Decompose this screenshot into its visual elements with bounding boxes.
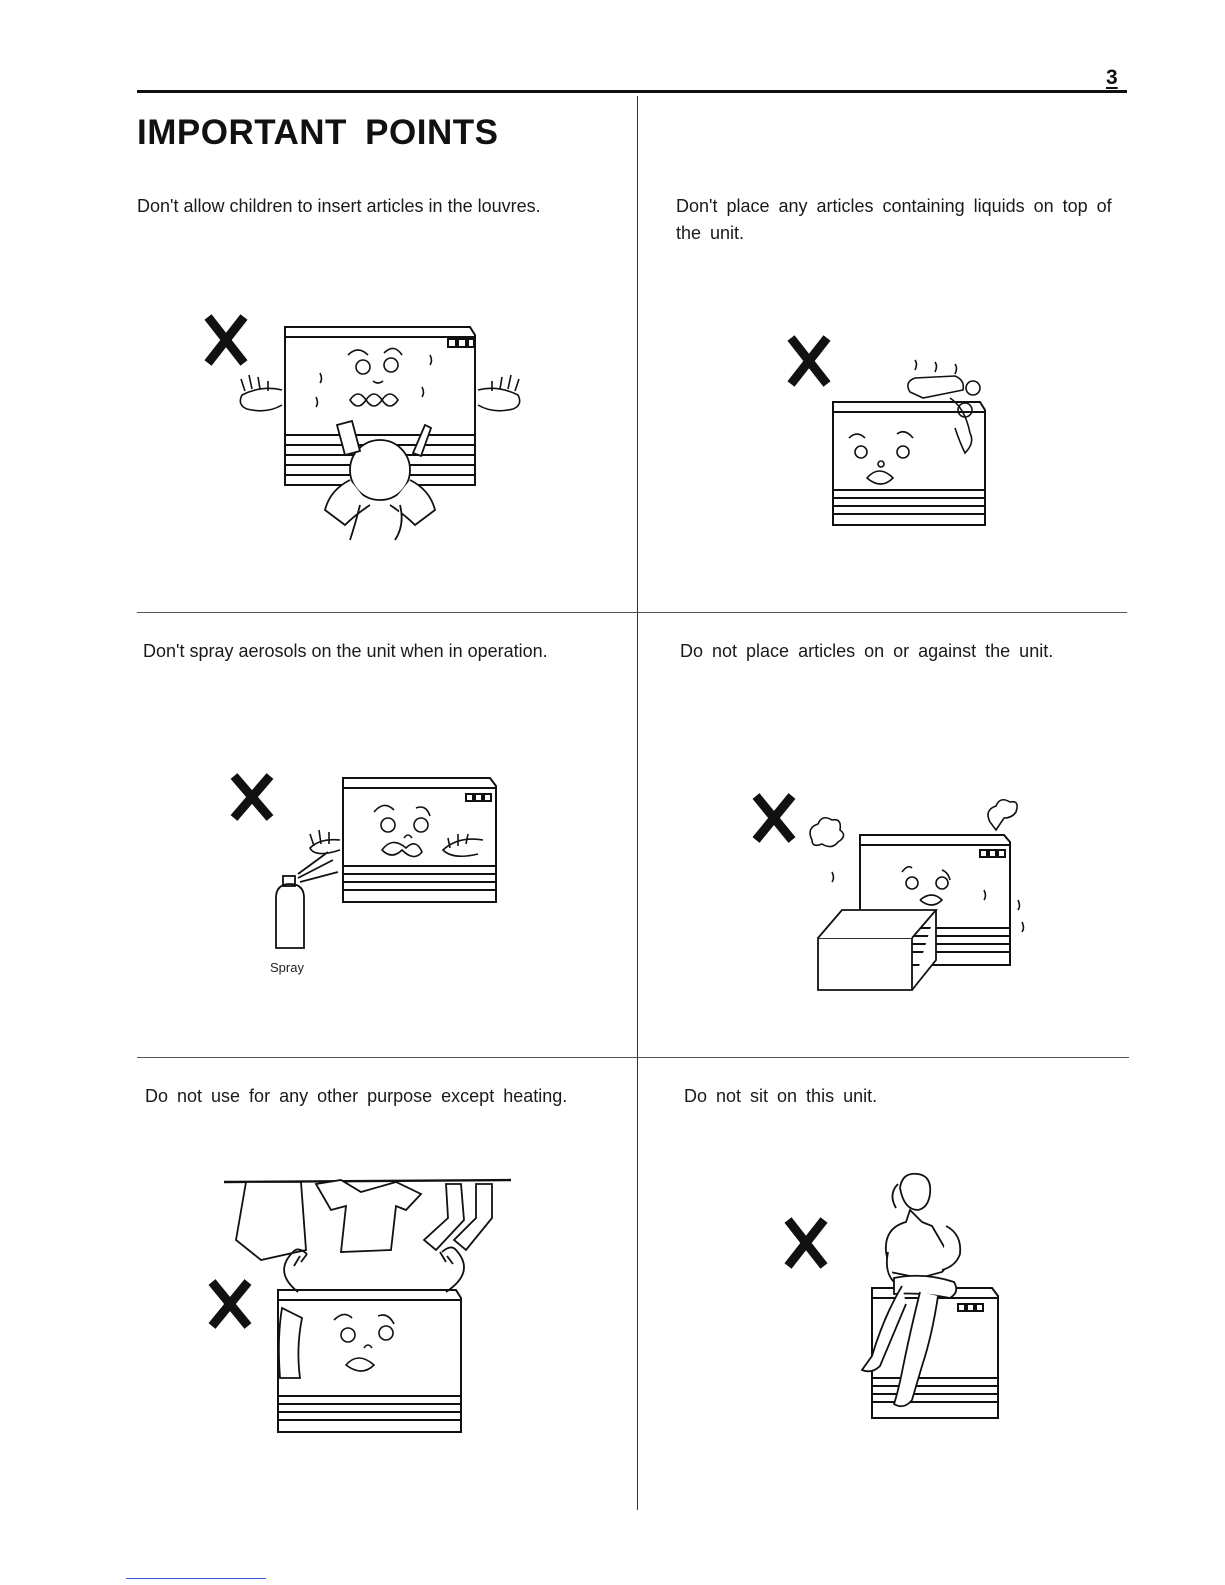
row-divider-1 [137,612,1127,613]
illustration-articles-against-unit [752,790,1072,1000]
caption-point-2: Don't place any articles containing liqu… [676,196,1112,243]
illustration-children-louvres [200,305,530,550]
x-mark-icon [752,793,796,843]
spray-can-icon [275,851,339,949]
x-mark-icon [784,1217,828,1269]
x-mark-icon [204,314,248,366]
illustration-aerosol-spray [228,770,518,955]
x-mark-icon [230,773,274,821]
steam-puff-icon [809,798,1018,848]
spray-label: Spray [270,960,304,975]
row-divider-2 [137,1057,1129,1058]
heater-arms [277,1246,465,1379]
heater-hands [239,374,521,412]
caption-point-6: Do not sit on this unit. [684,1086,878,1106]
worried-face [333,1313,395,1372]
worried-face [373,804,431,858]
x-mark-icon [208,1279,252,1329]
x-mark-icon [787,335,831,387]
caption-point-4: Do not place articles on or against the … [680,641,1054,661]
heater-unit [832,401,986,526]
vase-with-flowers [907,359,981,455]
footer-link-underline [126,1578,266,1579]
child-figure [323,419,437,541]
heater-unit [277,1289,462,1433]
caption-point-5: Do not use for any other purpose except … [145,1086,568,1106]
top-rule [137,90,1127,93]
seated-woman [860,1172,962,1408]
page-title: IMPORTANT POINTS [137,113,499,152]
caption-point-1: Don't allow children to insert articles … [137,196,541,216]
worried-face [831,865,1025,933]
worried-face [315,347,433,408]
caption-point-3: Don't spray aerosols on the unit when in… [143,641,548,661]
page-number: 3 [1106,66,1118,89]
heater-unit [342,777,497,903]
column-divider [637,96,638,1510]
illustration-drying-clothes [206,1170,526,1440]
worried-face [848,430,914,485]
cardboard-box [817,909,938,991]
hanging-clothes [235,1179,493,1261]
illustration-sitting-on-unit [780,1168,1020,1423]
illustration-liquids-on-top [785,330,1015,540]
